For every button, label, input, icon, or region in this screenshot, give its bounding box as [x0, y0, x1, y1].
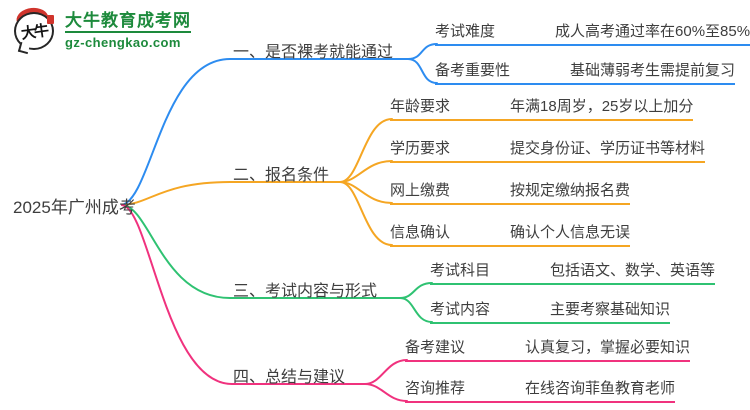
child-node-row: 考试内容 主要考察基础知识	[430, 301, 671, 324]
child-node-row: 年龄要求 年满18周岁，25岁以上加分	[390, 98, 694, 121]
logo-domain: gz-chengkao.com	[65, 34, 181, 50]
branch-node-2: 二、报名条件	[233, 167, 330, 184]
child-node-row: 网上缴费 按规定缴纳报名费	[390, 182, 631, 205]
child-node-row: 备考重要性 基础薄弱考生需提前复习	[435, 62, 736, 85]
child-node-label: 备考重要性	[435, 62, 511, 79]
child-node-row: 学历要求 提交身份证、学历证书等材料	[390, 140, 706, 163]
branch-node-4: 四、总结与建议	[233, 369, 346, 386]
child-node-value: 包括语文、数学、英语等	[550, 262, 716, 279]
child-node-label: 年龄要求	[390, 98, 451, 115]
child-node-value: 按规定缴纳报名费	[510, 182, 631, 199]
branch-2-child-2-line	[339, 160, 393, 183]
child-node-label: 学历要求	[390, 140, 451, 157]
branch-3-child-1-line	[399, 282, 433, 299]
logo-mark-icon: 大牛	[14, 6, 56, 55]
branch-3-line	[121, 204, 401, 299]
branch-2-child-1-line	[339, 118, 393, 183]
branch-4-child-1-line	[364, 359, 408, 385]
child-node-label: 信息确认	[390, 224, 451, 241]
child-node-row: 备考建议 认真复习，掌握必要知识	[405, 339, 691, 362]
root-node: 2025年广州成考	[13, 198, 136, 217]
child-node-value: 主要考察基础知识	[550, 301, 671, 318]
child-node-value: 年满18周岁，25岁以上加分	[510, 98, 694, 115]
branch-4-line	[121, 204, 366, 385]
branch-node-1: 一、是否裸考就能通过	[233, 44, 394, 61]
child-node-value: 确认个人信息无误	[510, 224, 631, 241]
branch-4-child-2-line	[364, 383, 408, 402]
branch-2-line	[121, 181, 341, 206]
child-node-label: 考试科目	[430, 262, 491, 279]
child-node-row: 考试科目 包括语文、数学、英语等	[430, 262, 716, 285]
branch-3-child-2-line	[399, 297, 433, 323]
logo-text-block: 大牛教育成考网 gz-chengkao.com	[65, 11, 191, 50]
branch-2-child-4-line	[339, 181, 393, 246]
child-node-label: 网上缴费	[390, 182, 451, 199]
child-node-row: 信息确认 确认个人信息无误	[390, 224, 631, 247]
branch-1-child-1-line	[407, 43, 438, 60]
child-node-label: 考试难度	[435, 23, 496, 40]
logo-title: 大牛教育成考网	[65, 10, 191, 30]
child-node-value: 成人高考通过率在60%至85%	[555, 23, 750, 40]
child-node-row: 考试难度 成人高考通过率在60%至85%	[435, 23, 750, 46]
child-node-row: 咨询推荐 在线咨询菲鱼教育老师	[405, 380, 676, 403]
branch-1-child-2-line	[407, 58, 438, 84]
child-node-label: 考试内容	[430, 301, 491, 318]
logo-divider	[65, 30, 191, 33]
child-node-value: 认真复习，掌握必要知识	[525, 339, 691, 356]
logo-mark-text: 大牛	[20, 22, 49, 43]
branch-1-line	[121, 58, 409, 206]
site-logo: 大牛 大牛教育成考网 gz-chengkao.com	[14, 6, 191, 55]
child-node-value: 在线咨询菲鱼教育老师	[525, 380, 676, 397]
child-node-value: 基础薄弱考生需提前复习	[570, 62, 736, 79]
logo-seal-icon	[47, 15, 54, 24]
child-node-label: 咨询推荐	[405, 380, 466, 397]
child-node-label: 备考建议	[405, 339, 466, 356]
branch-node-3: 三、考试内容与形式	[233, 283, 378, 300]
child-node-value: 提交身份证、学历证书等材料	[510, 140, 706, 157]
